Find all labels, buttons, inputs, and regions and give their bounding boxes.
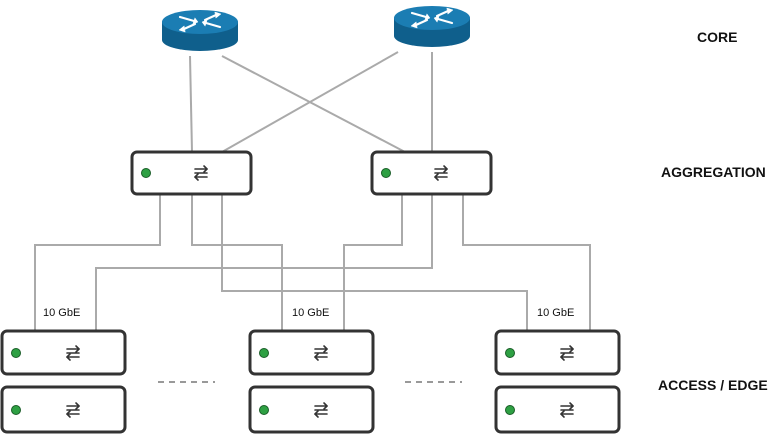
aggregation-switch-2[interactable] — [370, 150, 493, 196]
link-core2-agg1 — [221, 51, 399, 153]
link-core1-agg2 — [221, 55, 406, 153]
link-agg1-access2 — [191, 194, 283, 330]
access-switch-3b[interactable] — [494, 385, 621, 434]
status-led-icon — [259, 348, 269, 358]
access-switch-3a[interactable] — [494, 329, 621, 376]
router-icon — [392, 4, 472, 49]
status-led-icon — [11, 405, 21, 415]
status-led-icon — [505, 405, 515, 415]
layer-label-aggregation: AGGREGATION — [661, 164, 766, 180]
layer-label-access: ACCESS / EDGE — [658, 377, 768, 393]
core-router-2[interactable] — [392, 4, 472, 49]
status-led-icon — [11, 348, 21, 358]
access-switch-2a[interactable] — [248, 329, 375, 376]
link-core1-agg1 — [189, 55, 193, 153]
link-speed-label: 10 GbE — [537, 307, 575, 319]
status-led-icon — [505, 348, 515, 358]
access-switch-2b[interactable] — [248, 385, 375, 434]
layer-label-core: CORE — [697, 29, 738, 45]
status-led-icon — [381, 168, 391, 178]
links — [34, 51, 591, 330]
status-led-icon — [141, 168, 151, 178]
router-icon — [160, 8, 240, 53]
status-led-icon — [259, 405, 269, 415]
link-speed-label: 10 GbE — [292, 307, 330, 319]
access-switch-1a[interactable] — [0, 329, 127, 376]
link-agg2-access1 — [95, 194, 433, 330]
aggregation-switch-1[interactable] — [130, 150, 253, 196]
link-agg1-access3 — [221, 194, 528, 330]
link-agg2-access2 — [343, 194, 403, 330]
link-agg1-access1 — [34, 194, 161, 330]
core-router-1[interactable] — [160, 8, 240, 53]
link-agg2-access3 — [462, 194, 591, 330]
link-speed-label: 10 GbE — [43, 307, 81, 319]
access-switch-1b[interactable] — [0, 385, 127, 434]
